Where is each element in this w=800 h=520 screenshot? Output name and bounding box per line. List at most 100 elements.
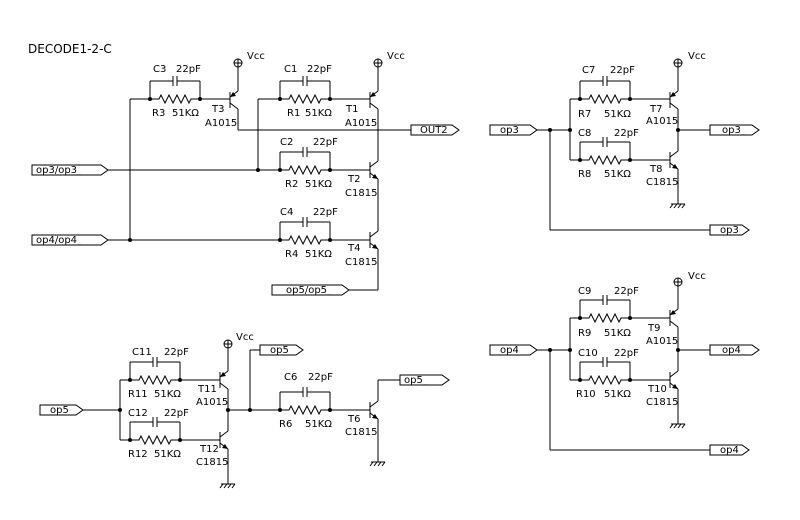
label-c7: C7 (582, 65, 595, 76)
vcc-t11: Vcc (223, 332, 254, 349)
capacitor-c9: C9 22pF (578, 286, 639, 306)
wires-block2 (537, 67, 710, 231)
port-label-op4-out: op4 (720, 445, 739, 456)
port-op4_-out: op4_ (709, 344, 760, 356)
label-t4: T4 (347, 243, 360, 254)
resistor-r1: R1 51KΩ (280, 94, 332, 119)
transistor-t7: T7 A1015 (646, 85, 679, 127)
value-c3: 22pF (176, 64, 201, 75)
resistor-r12: R12 51KΩ (128, 435, 181, 460)
label-t9: T9 (647, 323, 660, 334)
transistor-t3: T3 A1015 (205, 85, 239, 129)
port-label-out2: OUT2 (420, 125, 448, 136)
label-t1: T1 (345, 104, 358, 115)
port-label-op3-op3_: op3/op3_ (36, 165, 83, 176)
value-c1: 22pF (307, 64, 332, 75)
capacitor-c7: C7 22pF (580, 65, 635, 87)
value-c4: 22pF (313, 207, 338, 218)
port-label-op5-in: op5 (50, 405, 69, 416)
transistor-t10: T10 C1815 (646, 365, 679, 408)
label-r6: R6 (279, 419, 292, 430)
transistor-t9: T9 A1015 (646, 303, 679, 347)
value-c9: 22pF (614, 286, 639, 297)
port-op5_-out: op5_ (399, 374, 450, 386)
port-op3-out: op3 (709, 224, 750, 236)
part-t2: C1815 (345, 188, 377, 199)
label-c2: C2 (280, 137, 293, 148)
label-c12: C12 (128, 408, 148, 419)
port-op4-op4_: op4/op4_ (31, 234, 109, 246)
label-t12: T12 (199, 444, 219, 455)
label-r12: R12 (128, 449, 148, 460)
port-op5-out: op5 (259, 344, 304, 356)
port-label-op3-out: op3 (720, 225, 739, 236)
part-t10: C1815 (646, 397, 678, 408)
capacitor-c8: C8 22pF (578, 128, 639, 148)
port-op5-in: op5 (39, 404, 84, 416)
value-r9: 51KΩ (604, 328, 631, 339)
part-t6: C1815 (345, 427, 377, 438)
value-c6: 22pF (308, 372, 333, 383)
resistor-r11: R11 51KΩ (128, 375, 181, 400)
resistor-r6: R6 51KΩ (279, 405, 332, 430)
label-r4: R4 (285, 249, 298, 260)
port-label-op4_-out: op4_ (722, 345, 747, 356)
port-label-op5-out: op5 (270, 345, 289, 356)
value-c10: 22pF (614, 348, 639, 359)
value-r3: 51KΩ (172, 108, 199, 119)
label-t8: T8 (649, 164, 662, 175)
label-c8: C8 (578, 128, 591, 139)
wires-block4 (83, 348, 400, 484)
ground-t6 (369, 461, 386, 467)
value-c7: 22pF (610, 65, 635, 76)
resistor-r10: R10 51KΩ (576, 375, 631, 400)
wires-block3 (537, 286, 710, 451)
port-op4-in: op4 (489, 344, 538, 356)
label-c10: C10 (578, 348, 598, 359)
value-c12: 22pF (164, 408, 189, 419)
part-t8: C1815 (646, 177, 678, 188)
port-op3-op3_: op3/op3_ (31, 164, 109, 176)
label-t11: T11 (197, 384, 217, 395)
port-out2: OUT2 (410, 124, 460, 136)
part-t1: A1015 (345, 118, 377, 129)
label-c3: C3 (153, 64, 166, 75)
port-op3-in: op3 (489, 124, 538, 136)
ground-t12 (219, 483, 236, 489)
transistor-t6: T6 C1815 (345, 395, 379, 438)
port-op5-op5_: op5/op5_ (271, 284, 350, 296)
resistor-r9: R9 51KΩ (578, 313, 631, 339)
part-t9: A1015 (646, 336, 678, 347)
label-r7: R7 (578, 109, 591, 120)
part-t4: C1815 (345, 257, 377, 268)
part-t12: C1815 (196, 457, 228, 468)
resistor-r3: R3 51KΩ (150, 94, 200, 119)
port-op4-out: op4 (709, 444, 750, 456)
port-op3_-out: op3_ (709, 124, 760, 136)
vcc-label-t1: Vcc (387, 51, 405, 62)
vcc-t9: Vcc (673, 271, 706, 287)
value-r1: 51KΩ (305, 108, 332, 119)
value-r8: 51KΩ (604, 169, 631, 180)
port-label-op5-op5_: op5/op5_ (286, 285, 333, 296)
vcc-t3: Vcc (233, 51, 265, 68)
label-c9: C9 (578, 286, 591, 297)
capacitor-c4: C4 22pF (280, 207, 338, 228)
label-r10: R10 (576, 389, 596, 400)
resistor-r4: R4 51KΩ (280, 235, 332, 260)
label-t7: T7 (649, 104, 662, 115)
capacitor-c6: C6 22pF (280, 372, 333, 398)
value-r2: 51KΩ (305, 179, 332, 190)
transistor-t12: T12 C1815 (196, 425, 229, 468)
transistor-t11: T11 A1015 (196, 365, 229, 408)
label-r8: R8 (578, 169, 591, 180)
resistor-r8: R8 51KΩ (578, 155, 631, 180)
value-r4: 51KΩ (305, 249, 332, 260)
value-r12: 51KΩ (154, 449, 181, 460)
resistor-r2: R2 51KΩ (280, 165, 332, 190)
vcc-t7: Vcc (673, 51, 706, 68)
vcc-label-t9: Vcc (688, 271, 706, 282)
label-r11: R11 (128, 389, 148, 400)
part-t11: A1015 (196, 397, 228, 408)
